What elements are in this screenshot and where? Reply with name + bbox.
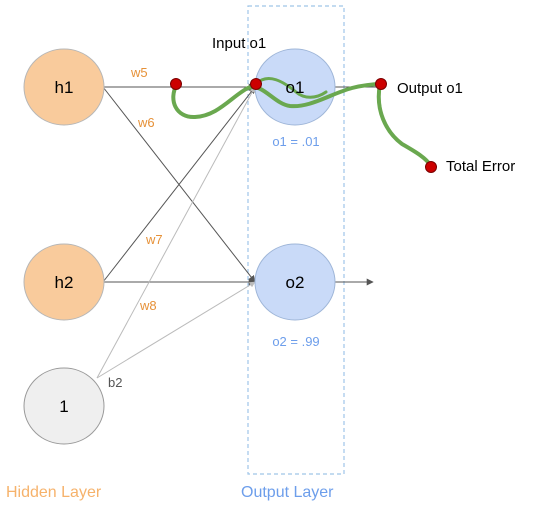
annotation-o2-value: o2 = .99 bbox=[272, 334, 319, 349]
backprop-path-c bbox=[376, 82, 433, 168]
edge-h2-o1 bbox=[102, 86, 256, 283]
annotation-o1-value: o1 = .01 bbox=[272, 134, 319, 149]
label-o2: o2 bbox=[286, 273, 305, 292]
annotation-total-error: Total Error bbox=[446, 158, 515, 175]
layer-label-output: Output Layer bbox=[241, 484, 334, 501]
output-layer-box bbox=[247, 5, 345, 475]
backprop-path-a bbox=[171, 82, 385, 120]
annotation-input-o1: Input o1 bbox=[212, 35, 266, 52]
weight-w5: w5 bbox=[130, 65, 148, 80]
node-o2 bbox=[254, 243, 336, 321]
node-h2 bbox=[23, 243, 105, 321]
node-bias bbox=[23, 367, 105, 445]
point-total-error bbox=[425, 161, 437, 173]
edge-b2-o1 bbox=[96, 86, 256, 379]
node-h1 bbox=[23, 48, 105, 126]
weight-w7: w7 bbox=[145, 232, 163, 247]
edge-b2-o2 bbox=[96, 281, 256, 379]
weight-b2: b2 bbox=[108, 375, 122, 390]
backprop-path-b bbox=[254, 77, 328, 99]
label-h2: h2 bbox=[55, 273, 74, 292]
weight-w8: w8 bbox=[139, 298, 157, 313]
layer-label-hidden: Hidden Layer bbox=[6, 484, 102, 501]
label-h1: h1 bbox=[55, 78, 74, 97]
point-output-o1 bbox=[375, 78, 387, 90]
label-o1: o1 bbox=[286, 78, 305, 97]
annotation-output-o1: Output o1 bbox=[397, 80, 463, 97]
label-bias: 1 bbox=[59, 397, 68, 416]
weight-w6: w6 bbox=[137, 115, 155, 130]
point-input-o1 bbox=[250, 78, 262, 90]
point-w5 bbox=[170, 78, 182, 90]
